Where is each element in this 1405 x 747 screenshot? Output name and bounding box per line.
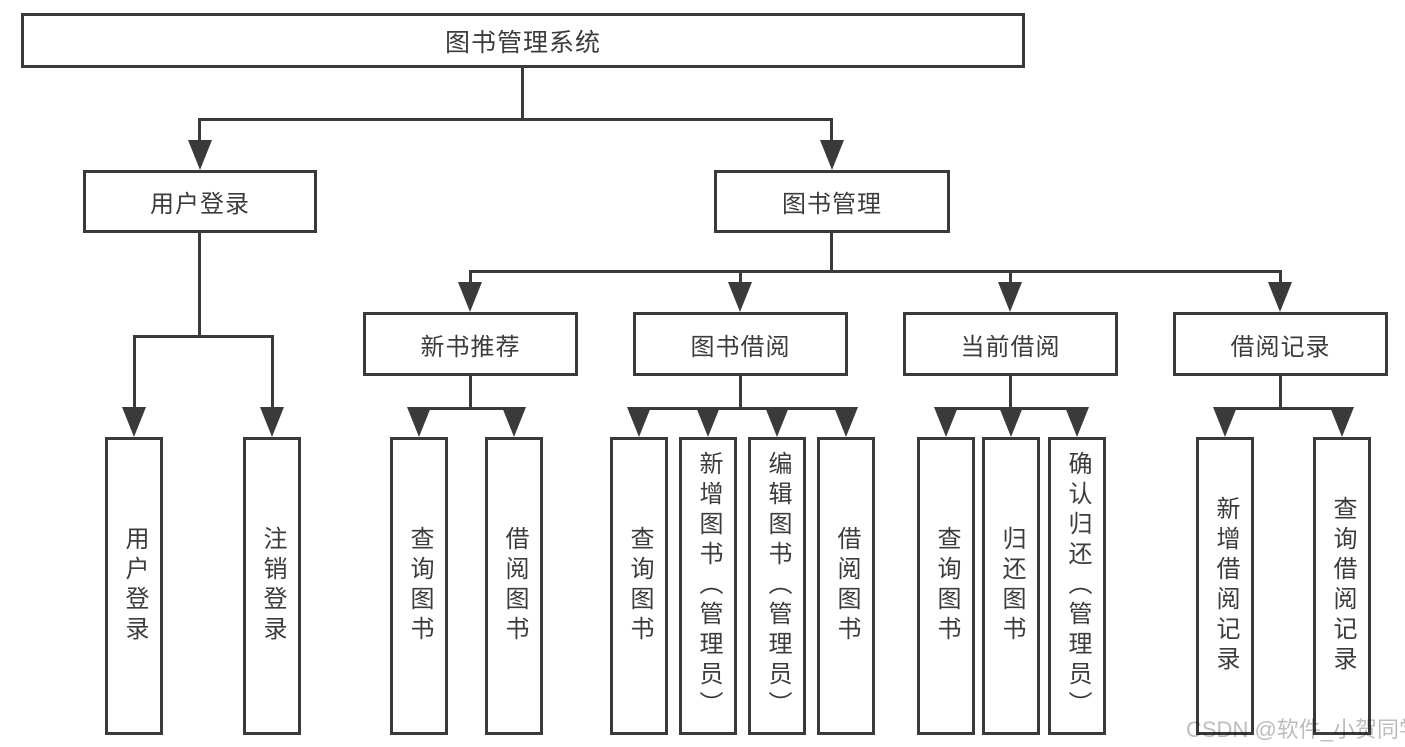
leaf-user-login-label: 用户登录 [121,526,148,646]
leaf-logout: 注销登录 [243,437,301,735]
connector-borrowing-records-horizontal [1223,407,1344,410]
arrowhead-to-current-borrowing [998,282,1022,312]
arrowhead-g4-return-books [999,407,1023,437]
arrowhead-to-new-book [458,282,482,312]
leaf-g3-query-books-label: 查询图书 [626,526,653,646]
node-book-management: 图书管理 [714,170,950,233]
csdn-watermark: CSDN @软件_小贺同学 [1186,717,1405,742]
connector-drop-current-borrowing [1009,270,1012,285]
arrowhead-g5-query-record [1330,407,1354,437]
connector-borrowing-records-stem [1279,376,1282,410]
arrowhead-g3-query-books [627,407,651,437]
leaf-g4-query-books-label: 查询图书 [933,526,960,646]
connector-drop-book-borrowing [739,270,742,285]
leaf-g3-query-books: 查询图书 [610,437,668,735]
leaf-g4-return-books: 归还图书 [982,437,1040,735]
arrowhead-g5-add-record [1213,407,1237,437]
node-library-management-system: 图书管理系统 [21,13,1025,68]
connector-new-book-horizontal [417,407,516,410]
arrowhead-g3-add-books [696,407,720,437]
node-book-management-label: 图书管理 [782,191,882,218]
leaf-g2-borrow-books-label: 借阅图书 [501,526,528,646]
arrowhead-to-book-borrowing [728,282,752,312]
leaf-g4-query-books: 查询图书 [917,437,975,735]
node-book-borrowing-label: 图书借阅 [690,333,791,361]
connector-user-login-horizontal [133,335,274,338]
leaf-g2-query-books: 查询图书 [390,437,448,735]
arrowhead-to-leaf-login [122,407,146,437]
arrowhead-to-book-management [820,140,844,170]
leaf-g4-return-books-label: 归还图书 [998,526,1025,646]
node-borrowing-records-label: 借阅记录 [1230,333,1331,361]
node-user-login: 用户登录 [83,170,317,233]
arrowhead-g2-query-books [407,407,431,437]
leaf-g3-add-books-admin: 新增图书（管理员） [679,437,737,735]
connector-book-borrowing-stem [739,376,742,410]
arrowhead-g3-edit-books [765,407,789,437]
leaf-g3-edit-books-admin-label: 编辑图书（管理员） [764,451,791,721]
connector-drop-borrowing-records [1279,270,1282,285]
node-new-book-recommendation: 新书推荐 [363,312,578,376]
arrowhead-g3-borrow-books [834,407,858,437]
connector-level1-horizontal [198,118,833,121]
connector-drop-leaf-login [133,335,136,410]
connector-drop-book-management [830,118,833,143]
leaf-g4-confirm-return-admin: 确认归还（管理员） [1048,437,1106,735]
leaf-g2-query-books-label: 查询图书 [406,526,433,646]
node-book-borrowing: 图书借阅 [633,312,848,376]
leaf-g3-add-books-admin-label: 新增图书（管理员） [695,451,722,721]
connector-drop-leaf-logout [271,335,274,410]
arrowhead-to-user-login [188,140,212,170]
arrowhead-to-borrowing-records [1268,282,1292,312]
connector-drop-user-login [198,118,201,143]
leaf-g5-query-borrow-record: 查询借阅记录 [1313,437,1371,735]
node-current-borrowing-label: 当前借阅 [960,333,1061,361]
arrowhead-to-leaf-logout [260,407,284,437]
leaf-g5-add-borrow-record-label: 新增借阅记录 [1212,496,1239,676]
leaf-logout-label: 注销登录 [259,526,286,646]
node-library-management-system-label: 图书管理系统 [444,28,601,57]
arrowhead-g4-confirm-return [1065,407,1089,437]
leaf-g3-borrow-books: 借阅图书 [817,437,875,735]
leaf-g5-add-borrow-record: 新增借阅记录 [1196,437,1254,735]
connector-level2-horizontal [469,270,1282,273]
connector-book-management-stem [830,233,833,273]
connector-new-book-stem [469,376,472,410]
connector-drop-new-book [469,270,472,285]
leaf-g3-borrow-books-label: 借阅图书 [833,526,860,646]
connector-current-borrowing-stem [1009,376,1012,410]
connector-root-stem [521,68,524,121]
connector-book-borrowing-horizontal [637,407,848,410]
leaf-user-login: 用户登录 [105,437,163,735]
leaf-g4-confirm-return-admin-label: 确认归还（管理员） [1064,451,1091,721]
node-user-login-label: 用户登录 [150,191,250,218]
leaf-g2-borrow-books: 借阅图书 [485,437,543,735]
connector-user-login-stem [198,233,201,338]
node-borrowing-records: 借阅记录 [1173,312,1388,376]
arrowhead-g4-query-books [934,407,958,437]
node-new-book-recommendation-label: 新书推荐 [420,333,521,361]
arrowhead-g2-borrow-books [502,407,526,437]
leaf-g3-edit-books-admin: 编辑图书（管理员） [748,437,806,735]
leaf-g5-query-borrow-record-label: 查询借阅记录 [1329,496,1356,676]
node-current-borrowing: 当前借阅 [903,312,1118,376]
